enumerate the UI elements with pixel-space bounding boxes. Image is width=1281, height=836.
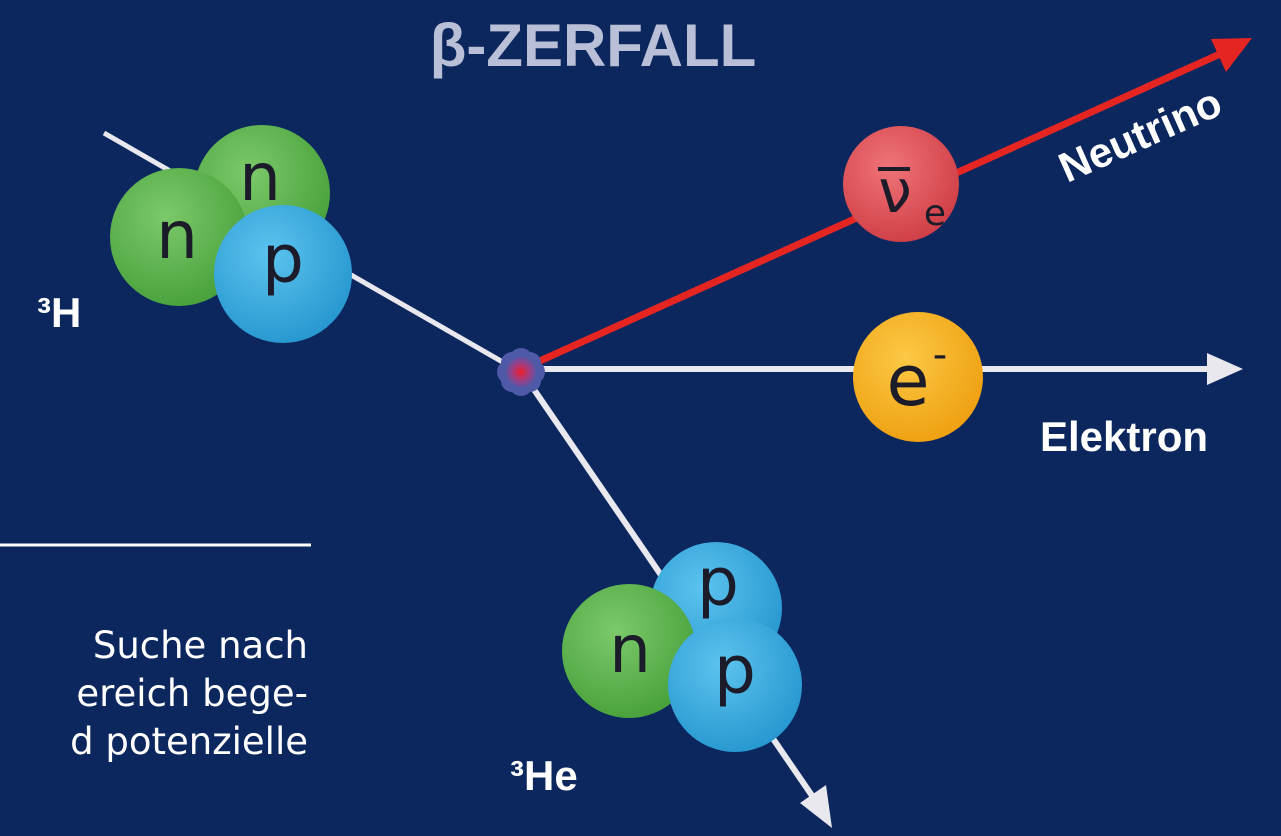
neutron bbox=[562, 584, 696, 718]
nucleon-label: n bbox=[239, 139, 281, 216]
electron: e - bbox=[853, 312, 983, 442]
neutrino-subscript: e bbox=[924, 193, 946, 234]
nucleon-label: p bbox=[697, 544, 739, 621]
daughter-nucleus: p n p bbox=[562, 542, 802, 752]
electron-superscript: - bbox=[933, 332, 947, 378]
nucleon-label: n bbox=[156, 197, 198, 274]
electron-arrowhead bbox=[1207, 353, 1243, 385]
daughter-nucleus-label: ³He bbox=[510, 752, 578, 799]
side-text-line: Suche nach bbox=[92, 624, 308, 667]
neutron bbox=[110, 168, 248, 306]
daughter-arrowhead bbox=[800, 785, 832, 828]
nucleon-label: p bbox=[262, 221, 304, 298]
side-text-block: Suche nach ereich bege- d potenzielle bbox=[0, 622, 308, 836]
nucleon-label: n bbox=[609, 611, 651, 688]
neutrino-arrowhead bbox=[1211, 38, 1252, 72]
antineutrino: ν e bbox=[843, 126, 959, 242]
neutrino-label: Neutrino bbox=[1052, 78, 1229, 191]
electron-symbol: e bbox=[886, 340, 929, 422]
side-text-line: d potenzielle bbox=[70, 720, 308, 763]
proton bbox=[214, 205, 352, 343]
proton bbox=[668, 618, 802, 752]
diagram-title: β-ZERFALL bbox=[430, 12, 757, 79]
nucleon-label: p bbox=[714, 632, 756, 709]
neutrino-symbol: ν bbox=[878, 157, 912, 227]
parent-nucleus: n n p bbox=[110, 125, 352, 343]
parent-nucleus-label: ³H bbox=[37, 289, 81, 336]
side-text-line: ereich bege- bbox=[76, 672, 308, 715]
decay-vertex bbox=[497, 348, 545, 396]
electron-label: Elektron bbox=[1040, 413, 1208, 460]
